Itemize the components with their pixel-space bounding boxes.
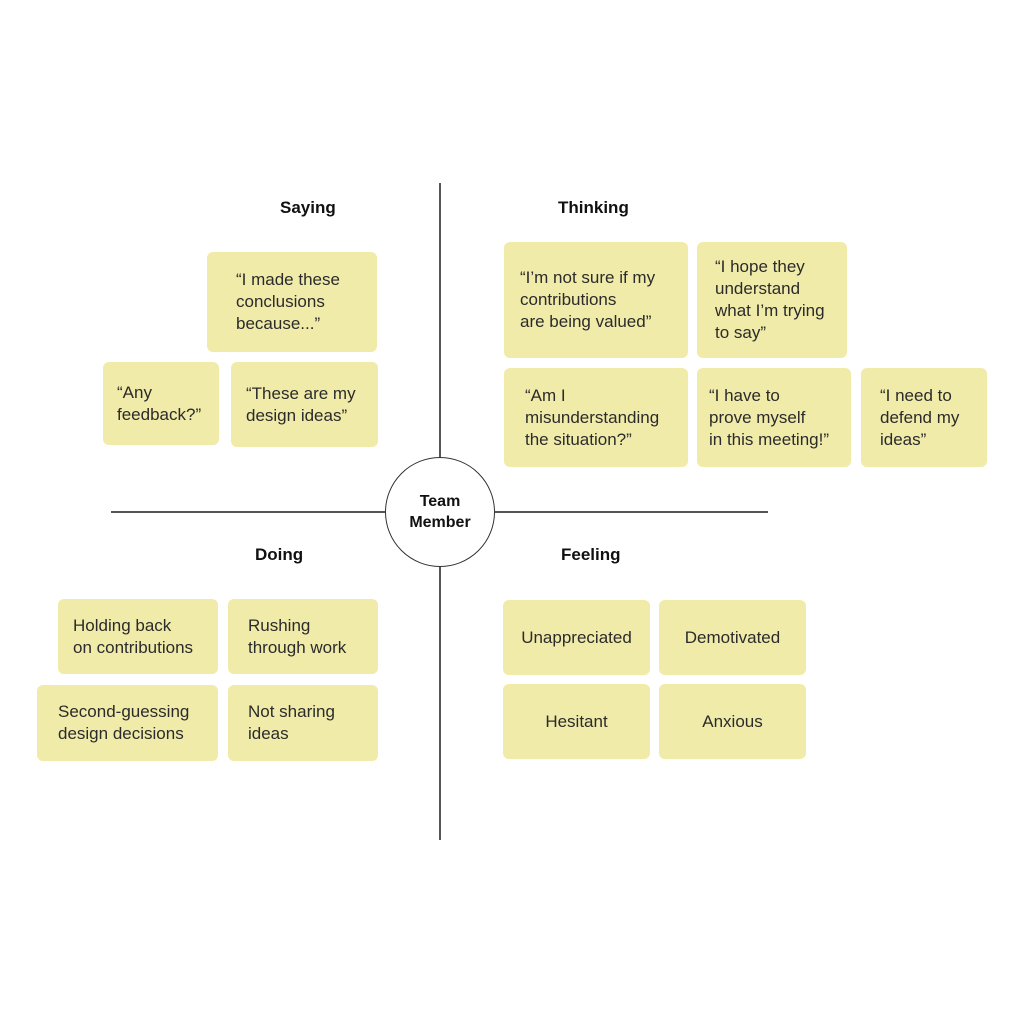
feeling-heading: Feeling [561, 545, 621, 564]
thinking-note-5: “I need to defend my ideas” [861, 368, 987, 467]
feeling-note-4: Anxious [659, 684, 806, 759]
feeling-note-3: Hesitant [503, 684, 650, 759]
doing-heading: Doing [255, 545, 304, 564]
thinking-note-4: “I have to prove myself in this meeting!… [697, 368, 851, 467]
thinking-note-3: “Am I misunderstanding the situation?” [504, 368, 688, 467]
saying-heading: Saying [280, 198, 336, 217]
thinking-note-1: “I’m not sure if my contributions are be… [504, 242, 688, 358]
center-circle-team-member: Team Member [385, 457, 495, 567]
doing-note-1: Holding back on contributions [58, 599, 218, 674]
saying-note-2: “Any feedback?” [103, 362, 219, 445]
thinking-heading: Thinking [558, 198, 629, 217]
doing-note-4: Not sharing ideas [228, 685, 378, 761]
saying-note-3: “These are my design ideas” [231, 362, 378, 447]
thinking-note-2: “I hope they understand what I’m trying … [697, 242, 847, 358]
feeling-note-2: Demotivated [659, 600, 806, 675]
doing-note-3: Second-guessing design decisions [37, 685, 218, 761]
feeling-note-1: Unappreciated [503, 600, 650, 675]
doing-note-2: Rushing through work [228, 599, 378, 674]
saying-note-1: “I made these conclusions because...” [207, 252, 377, 352]
